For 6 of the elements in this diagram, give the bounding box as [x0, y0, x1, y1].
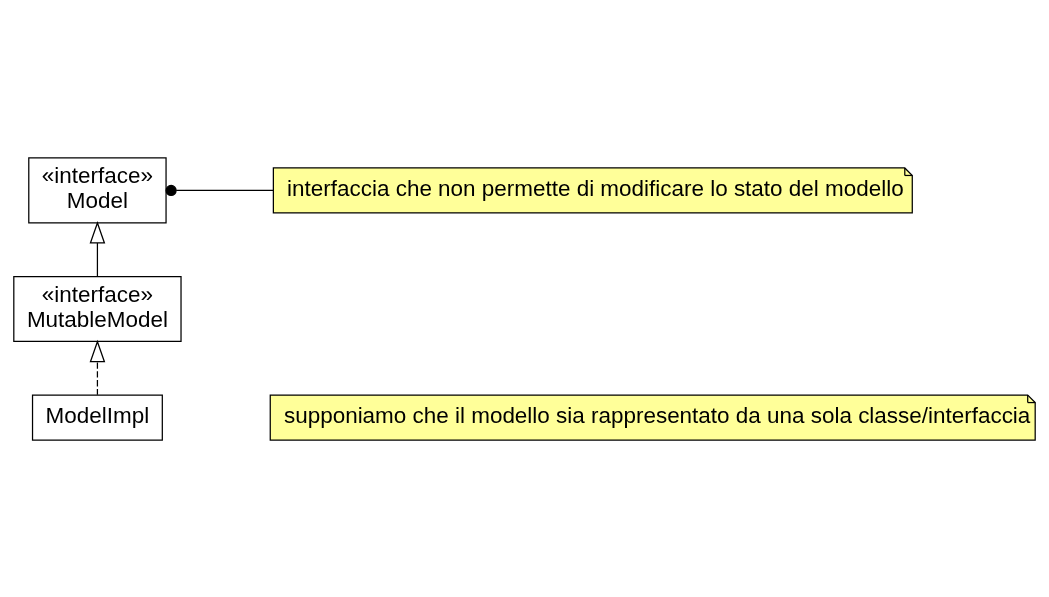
node-box: «interface» Model	[28, 156, 167, 223]
arrow	[89, 339, 106, 395]
node-box: ModelImpl	[31, 393, 163, 441]
arrow	[89, 220, 106, 277]
connector	[165, 184, 274, 196]
node-box: «interface» MutableModel	[13, 275, 182, 342]
